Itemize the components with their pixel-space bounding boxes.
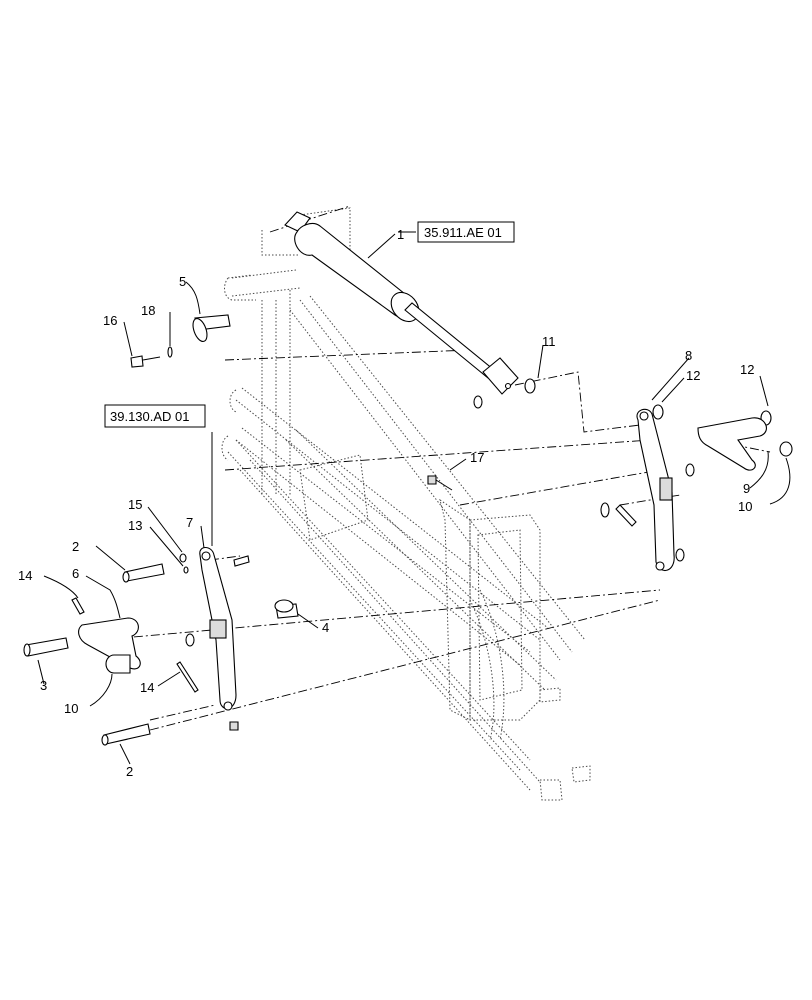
bushing-10-left	[105, 654, 131, 674]
right-small-parts	[600, 404, 793, 562]
callout-10-right: 10	[738, 499, 752, 514]
reference-box-frame[interactable]: 39.130.AD 01	[104, 404, 206, 428]
callout-13: 13	[128, 518, 142, 533]
callout-numbers: 1 5 18 16 11 8 12 12 17 9 10 15 13 7 2 1…	[18, 227, 754, 779]
callout-17: 17	[470, 450, 484, 465]
pin-2-upper	[122, 563, 165, 583]
callout-leaders	[37, 231, 791, 765]
nut-13	[183, 566, 189, 574]
callout-6: 6	[72, 566, 79, 581]
pin-4	[274, 599, 299, 619]
callout-12: 12	[686, 368, 700, 383]
callout-14-lower: 14	[140, 680, 154, 695]
callout-1: 1	[397, 227, 404, 242]
assembly-centerlines	[99, 205, 771, 731]
link-arm-8	[636, 408, 675, 571]
callout-2-upper: 2	[72, 539, 79, 554]
bushing-10	[779, 441, 793, 457]
callout-7: 7	[186, 515, 193, 530]
washer-18	[167, 346, 173, 358]
callout-15: 15	[128, 497, 142, 512]
link-arm-7	[199, 546, 237, 711]
reference-label-frame: 39.130.AD 01	[110, 409, 190, 424]
bolt	[615, 504, 637, 527]
pivot-pin-5	[192, 314, 231, 343]
callout-3: 3	[40, 678, 47, 693]
bushing-11	[473, 378, 536, 409]
callout-5: 5	[179, 274, 186, 289]
pin-3	[23, 637, 69, 657]
callout-10-left: 10	[64, 701, 78, 716]
callout-11: 11	[542, 334, 556, 349]
pin-2-lower	[101, 723, 151, 746]
callout-18: 18	[141, 303, 155, 318]
callout-12-right: 12	[740, 362, 754, 377]
reference-box-cylinder[interactable]: 35.911.AE 01	[417, 221, 515, 243]
lock-washer	[600, 502, 610, 518]
small-hardware	[179, 553, 250, 731]
washer-12	[652, 404, 664, 420]
callout-9: 9	[743, 481, 750, 496]
callout-14-upper: 14	[18, 568, 32, 583]
hydraulic-cylinder	[284, 211, 519, 395]
callout-8: 8	[685, 348, 692, 363]
washer-15	[179, 553, 187, 563]
reference-label-cylinder: 35.911.AE 01	[424, 225, 502, 240]
callout-4: 4	[322, 620, 329, 635]
cotter-pin-14	[71, 597, 85, 615]
bell-crank-9	[697, 417, 767, 471]
nut-17	[427, 475, 453, 491]
callout-2-lower: 2	[126, 764, 133, 779]
boom-frame-phantom	[221, 207, 591, 801]
callout-16: 16	[103, 313, 117, 328]
bolt-14	[176, 661, 199, 693]
bolt-16	[130, 355, 161, 368]
